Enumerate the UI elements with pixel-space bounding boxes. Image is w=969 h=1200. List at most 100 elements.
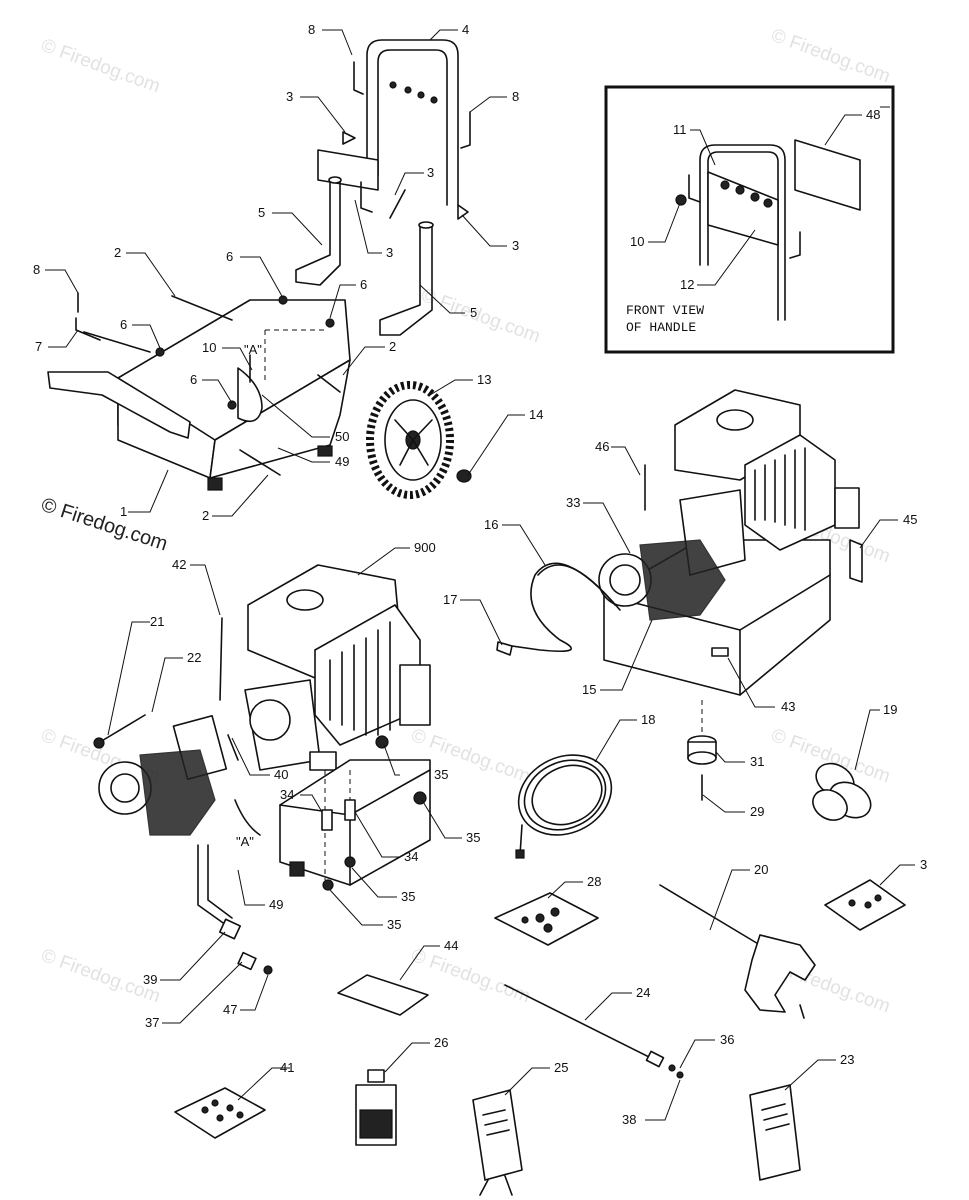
bolt	[239, 449, 281, 476]
assembled-engine-right	[598, 389, 863, 696]
callout-label: 49	[335, 454, 349, 469]
shroud-fins	[754, 447, 806, 531]
muffler-left	[399, 664, 431, 726]
callout-label: 3	[512, 238, 519, 253]
inset-handle	[699, 144, 786, 321]
callout-label: 3	[386, 245, 393, 260]
nut-35	[344, 856, 356, 868]
callout-label: 2	[202, 508, 209, 523]
callout-label: 8	[308, 22, 315, 37]
callout-label: 19	[883, 702, 897, 717]
callout-label: 6	[190, 372, 197, 387]
ref-a-label: "A"	[236, 834, 254, 849]
frame-front	[209, 359, 351, 479]
callout-label: 25	[554, 1060, 568, 1075]
callout-label: 49	[269, 897, 283, 912]
key-42	[219, 617, 223, 701]
fuel-cap	[716, 409, 754, 431]
watermark-text: © Firedog.com	[408, 945, 533, 1007]
engine-mount	[309, 751, 337, 771]
callout-label: 6	[360, 277, 367, 292]
leader-lines	[45, 29, 915, 1121]
callout-label: 35	[401, 889, 415, 904]
callout-label: 28	[587, 874, 601, 889]
hook-pin	[360, 181, 373, 213]
sheet-44	[337, 974, 429, 1016]
callout-label: 23	[840, 1052, 854, 1067]
pump-manifold-15	[639, 539, 726, 621]
callout-label: 5	[258, 205, 265, 220]
callout-label: 15	[582, 682, 596, 697]
wheel	[366, 381, 472, 499]
callout-label: 10	[202, 340, 216, 355]
callout-label: 7	[35, 339, 42, 354]
watermark-text: © Firedog.com	[38, 35, 163, 97]
callout-label: 34	[404, 849, 418, 864]
callout-label: 11	[673, 122, 687, 137]
tube-end	[328, 176, 342, 184]
callout-label: 34	[280, 787, 294, 802]
nut	[227, 400, 237, 410]
handle-bar-inner	[377, 49, 448, 206]
lower-handle-tube	[379, 224, 433, 336]
lower-handle-tube	[295, 179, 341, 286]
callout-label: 35	[466, 830, 480, 845]
inset-pin	[688, 174, 701, 203]
handle-assembly	[295, 39, 471, 336]
fitting-37	[237, 951, 257, 971]
manual-23	[749, 1084, 801, 1181]
callout-label: 14	[529, 407, 543, 422]
pump-face	[609, 564, 641, 596]
spray-wand-24	[504, 984, 684, 1079]
pump-manifold	[139, 749, 216, 836]
callout-label: 6	[226, 249, 233, 264]
callout-label: 41	[280, 1060, 294, 1075]
bolt	[171, 295, 233, 321]
frame-foot	[317, 445, 333, 457]
callout-labels: 8 4 3 8 3 3 3 5 5 2 6 6 6 8 7 10 2 6 13 …	[33, 22, 927, 1127]
inset-pin	[789, 231, 801, 259]
dashed-guide	[264, 329, 325, 380]
frame-handle-bracket	[47, 371, 191, 439]
callout-label: 3	[427, 165, 434, 180]
callout-label: 38	[622, 1112, 636, 1127]
frame-base	[47, 292, 351, 491]
wheel-nut-14	[456, 469, 472, 483]
callout-label: 2	[114, 245, 121, 260]
callout-label: 42	[172, 557, 186, 572]
watermark-dark: © Firedog.com	[38, 494, 170, 556]
fuel-cap-left	[286, 589, 324, 611]
callout-label: 8	[33, 262, 40, 277]
callout-label: 22	[187, 650, 201, 665]
coiled-hose-18	[515, 754, 613, 859]
callout-label: 18	[641, 712, 655, 727]
callout-label: 33	[566, 495, 580, 510]
engine-900	[244, 564, 431, 771]
callout-label: 46	[595, 439, 609, 454]
front-view-inset: FRONT VIEW OF HANDLE	[604, 85, 895, 354]
fitting-39	[218, 918, 242, 940]
callout-label: 1	[120, 504, 127, 519]
tube-end	[418, 221, 434, 229]
inset-knob-10	[675, 194, 687, 206]
callout-label: 12	[680, 277, 694, 292]
nut-35	[413, 791, 427, 805]
callout-label: 24	[636, 985, 650, 1000]
pump-left	[93, 714, 261, 836]
outlet-pipe	[197, 844, 227, 926]
callout-label: 3	[920, 857, 927, 872]
pin-40	[227, 734, 239, 761]
callout-label: 29	[750, 804, 764, 819]
callout-label: 20	[754, 862, 768, 877]
inset-holes	[720, 180, 773, 208]
washer-47	[263, 965, 273, 975]
inset-handle-inner	[707, 151, 779, 321]
callout-label: 36	[720, 1032, 734, 1047]
callout-label: 900	[414, 540, 436, 555]
callout-label: 3	[286, 89, 293, 104]
handle-label-panel	[317, 149, 379, 191]
oil-bottle-26	[355, 1069, 397, 1146]
frame-slot-43	[711, 647, 729, 657]
hardware-bag-41	[174, 1087, 266, 1139]
hose-16-b	[537, 564, 616, 606]
